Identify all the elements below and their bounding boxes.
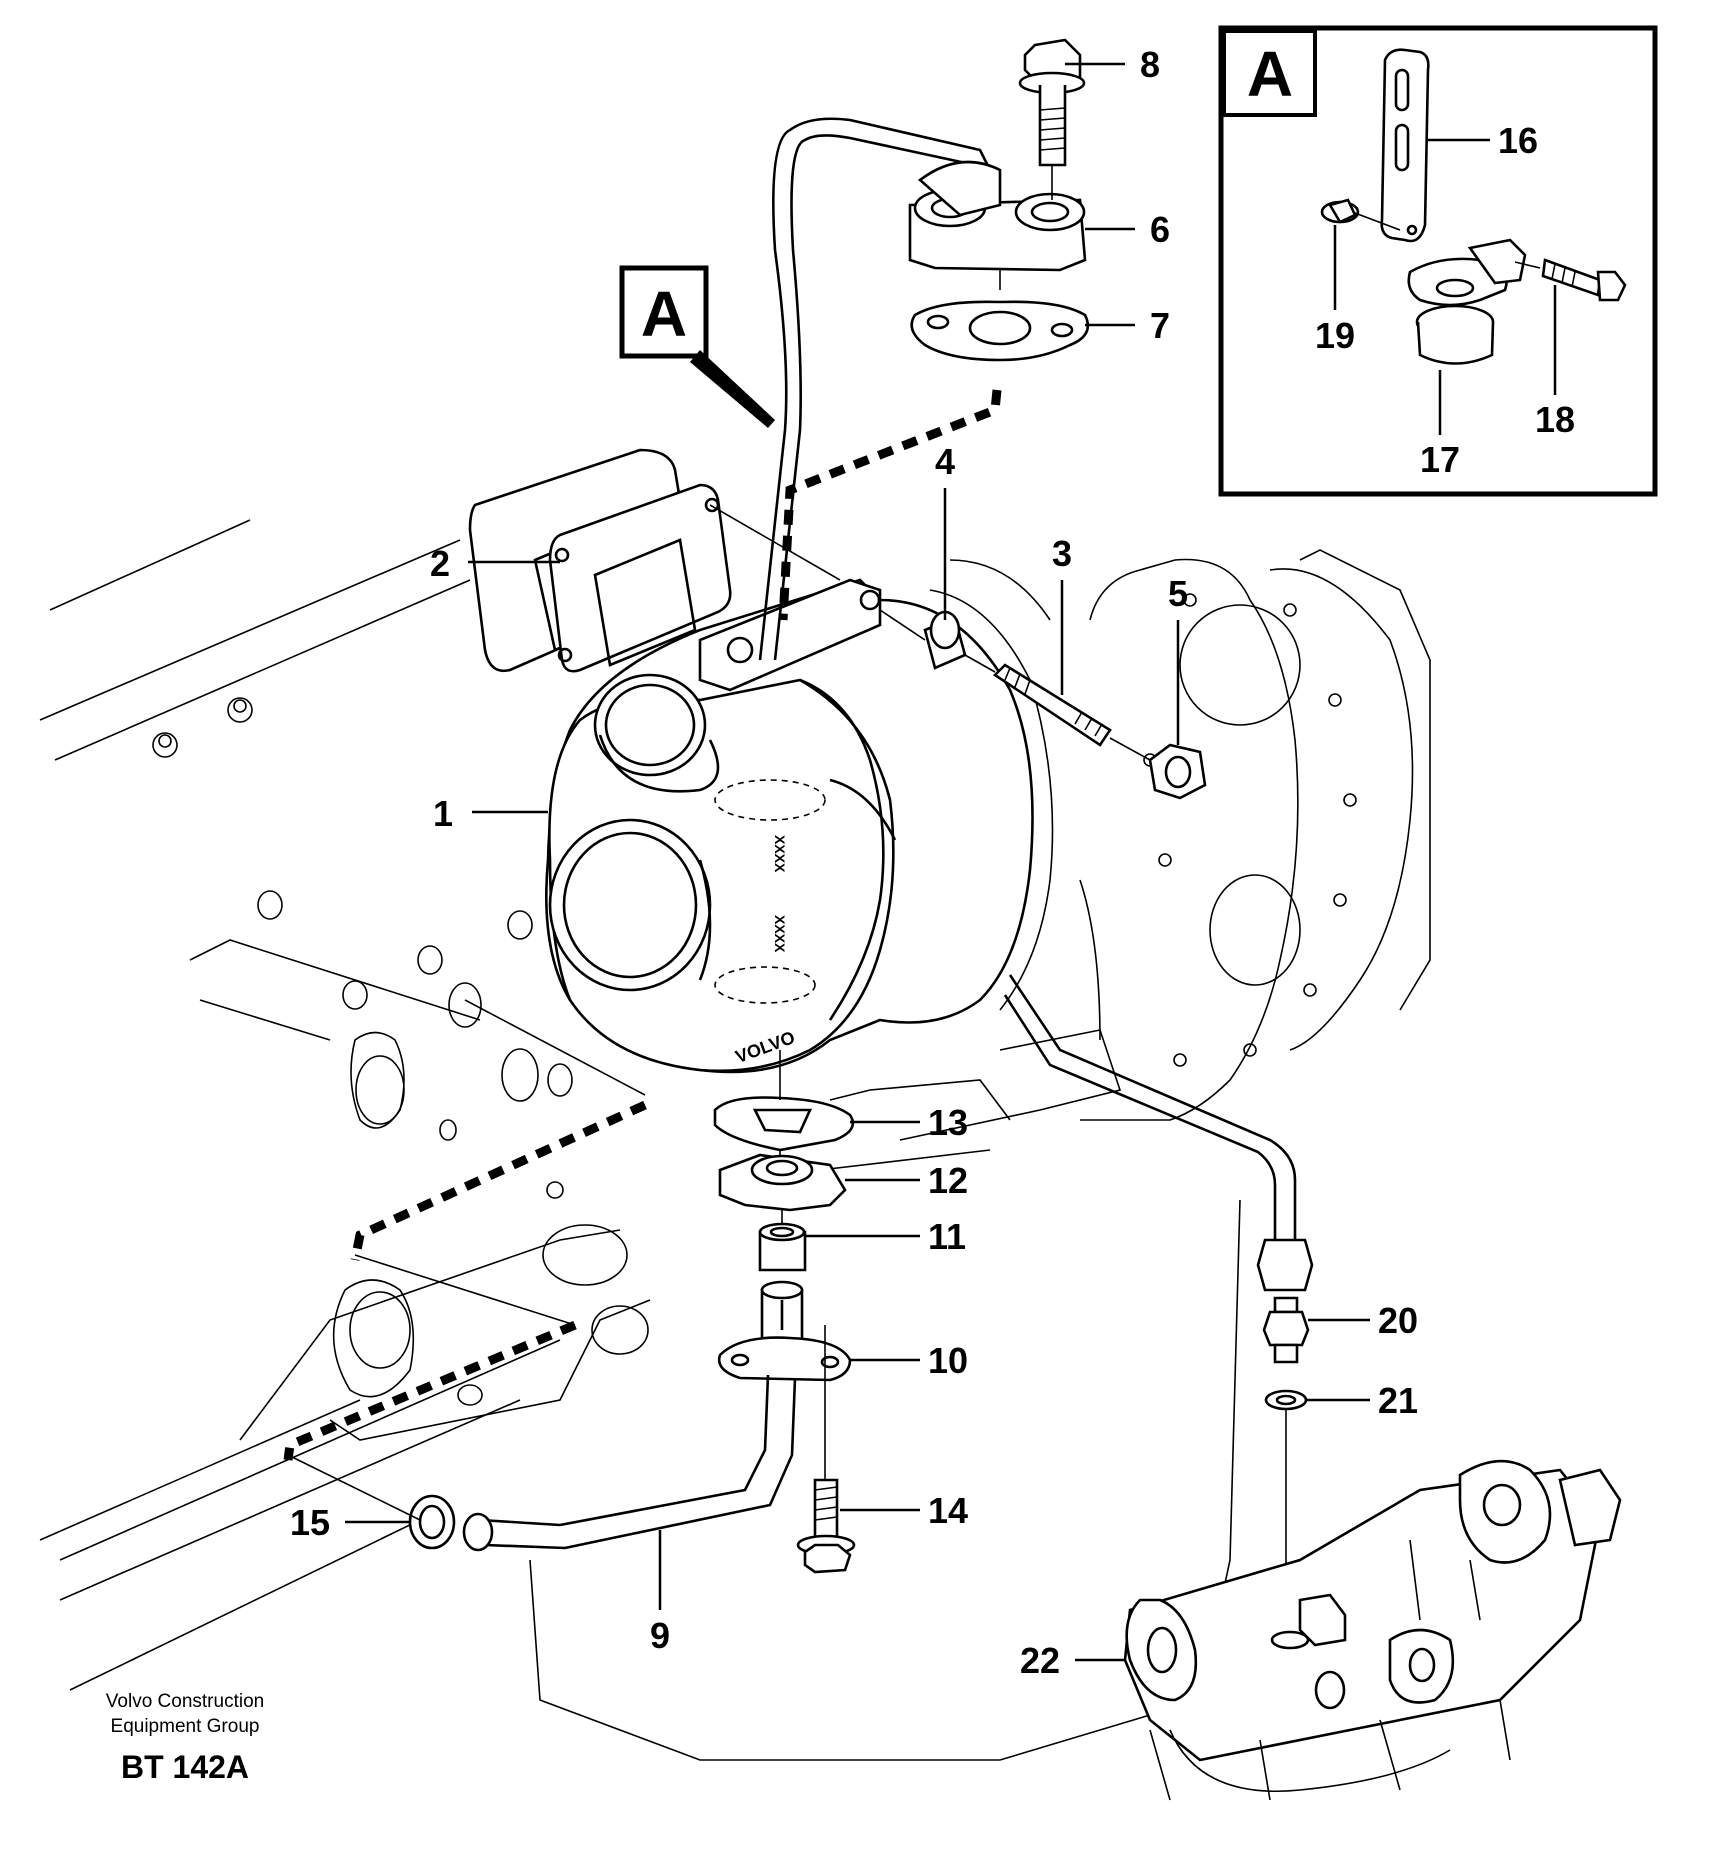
flange-12 (718, 1150, 847, 1212)
adapter-20 (1262, 1296, 1310, 1364)
oil-pipe-lower (1003, 974, 1314, 1292)
svg-text:XXXX: XXXX (772, 835, 788, 873)
callout-2: 2 (430, 543, 450, 584)
spacer-4 (879, 609, 967, 670)
callout-18: 18 (1535, 399, 1575, 440)
leader-lines (345, 62, 1557, 1662)
svg-text:XXXX: XXXX (772, 915, 788, 953)
gasket-13 (713, 1050, 855, 1152)
flywheel-housing-outline (929, 549, 1431, 1121)
callout-4: 4 (935, 441, 955, 482)
detail-marker-label: A (1247, 38, 1293, 110)
banjo-fitting-6 (908, 160, 1087, 290)
caption-line-1: Volvo Construction (106, 1691, 264, 1712)
sleeve-11 (758, 1210, 807, 1272)
callout-22: 22 (1020, 1640, 1060, 1681)
oil-filter-housing-22 (1123, 1459, 1622, 1801)
callout-13: 13 (928, 1102, 968, 1143)
callout-1: 1 (433, 793, 453, 834)
turbocharger: VOLVO XXXX XXXX (545, 578, 1034, 1074)
oil-pipe-upper (758, 117, 1002, 661)
callout-16: 16 (1498, 120, 1538, 161)
callout-10: 10 (928, 1340, 968, 1381)
detail-box (1218, 25, 1658, 497)
callout-6: 6 (1150, 209, 1170, 250)
engine-block-outline (39, 519, 1241, 1761)
gasket-7 (910, 300, 1090, 362)
callout-3: 3 (1052, 533, 1072, 574)
callout-17: 17 (1420, 439, 1460, 480)
callout-21: 21 (1378, 1380, 1418, 1421)
callout-15: 15 (290, 1502, 330, 1543)
view-marker-a (619, 265, 775, 428)
drawing-code: BT 142A (121, 1749, 249, 1785)
stud-3 (964, 654, 1151, 761)
bolt-8 (1018, 38, 1086, 200)
callout-19: 19 (1315, 315, 1355, 356)
callout-5: 5 (1168, 573, 1188, 614)
caption: Volvo Construction Equipment Group BT 14… (106, 1691, 264, 1785)
nut-5 (1148, 743, 1207, 800)
callout-8: 8 (1140, 44, 1160, 85)
callout-12: 12 (928, 1160, 968, 1201)
seal-ring-15 (408, 1494, 456, 1550)
callout-14: 14 (928, 1490, 968, 1531)
callout-7: 7 (1150, 305, 1170, 346)
exhaust-gasket (468, 448, 841, 673)
return-pipe-10 (462, 1280, 852, 1552)
callout-labels: 1 2 3 4 5 6 7 8 9 10 11 12 13 14 15 16 1… (290, 38, 1575, 1681)
caption-line-2: Equipment Group (111, 1716, 260, 1737)
callout-9: 9 (650, 1615, 670, 1656)
bolt-14 (796, 1325, 856, 1574)
callout-20: 20 (1378, 1300, 1418, 1341)
view-marker-label: A (641, 278, 687, 350)
callout-11: 11 (928, 1216, 966, 1257)
